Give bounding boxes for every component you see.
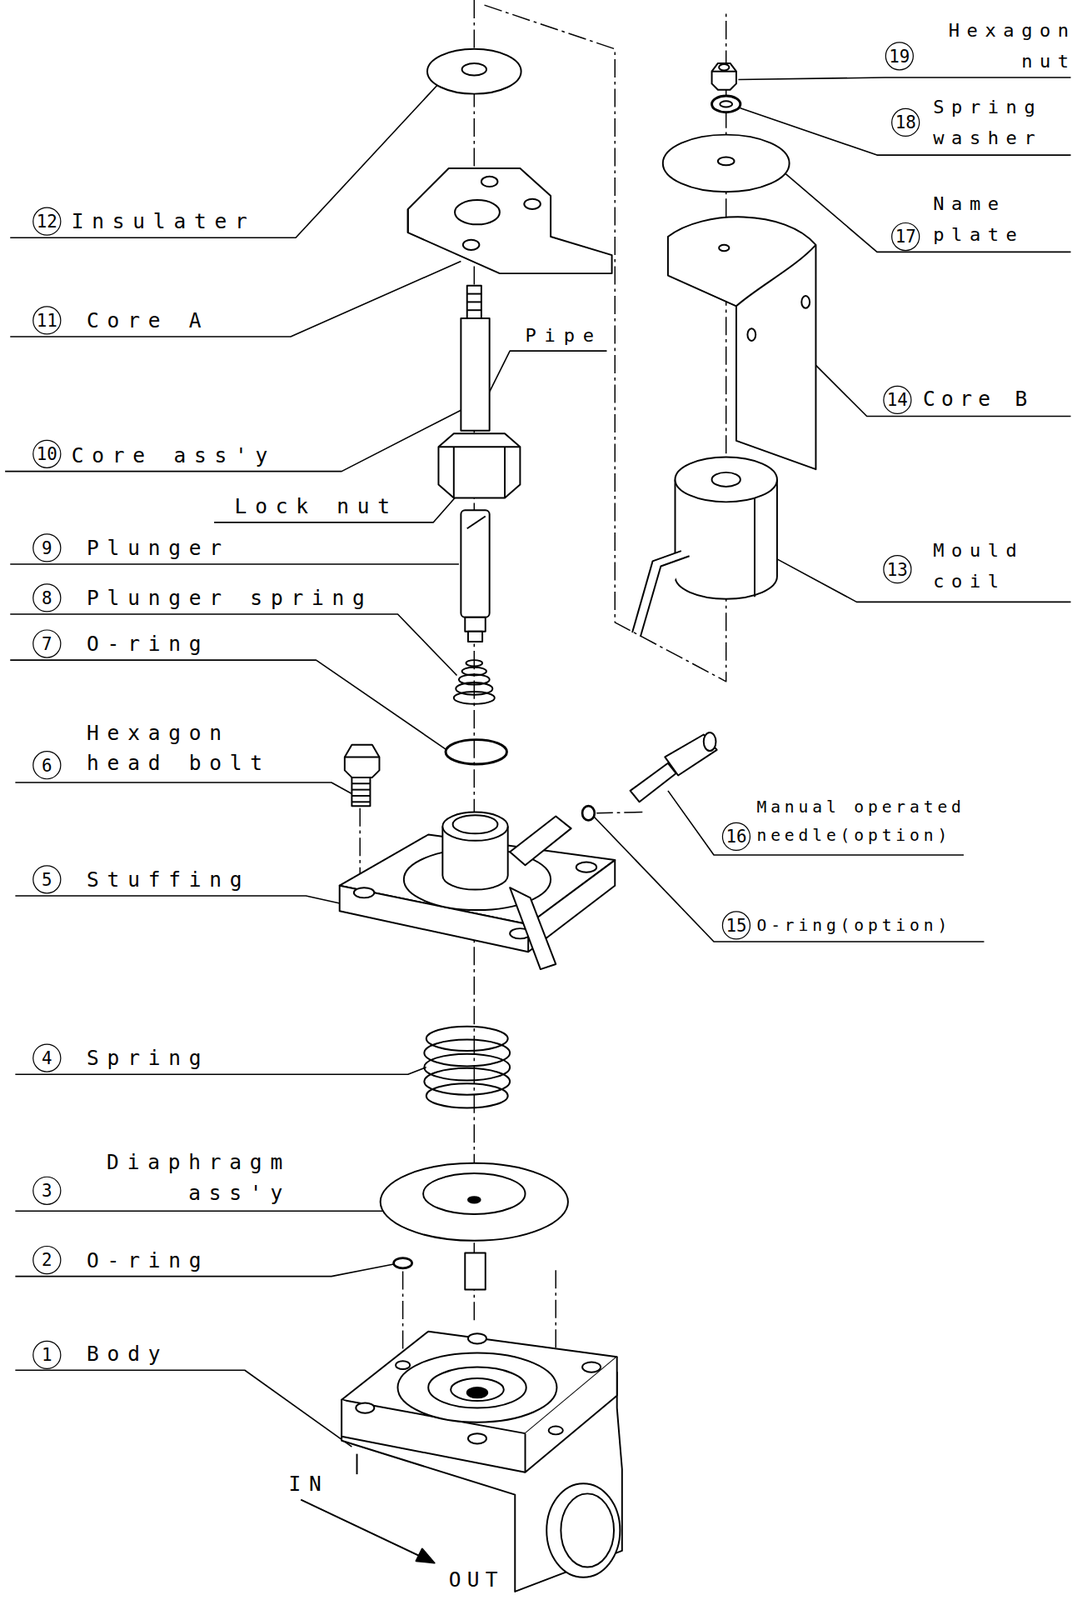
- part-label: Lock nut: [234, 491, 399, 520]
- part-label: Hexagon head bolt: [86, 717, 291, 778]
- callout-circle: 15: [722, 910, 751, 939]
- core-b: [668, 216, 817, 469]
- callout-circle: 7: [32, 628, 61, 658]
- callout-circle: 14: [882, 385, 912, 414]
- callout-circle: 11: [32, 305, 61, 335]
- callout-number: 12: [36, 212, 58, 230]
- part-label: Core ass'y: [71, 440, 276, 469]
- part-label: Spring washer: [932, 91, 1076, 153]
- part-label: OUT: [448, 1564, 504, 1593]
- callout-number: 14: [887, 391, 908, 409]
- part-label: O-ring: [86, 628, 210, 658]
- hexagon-bolt: [344, 744, 380, 806]
- part-label: O-ring: [86, 1245, 210, 1274]
- name-plate: [663, 134, 790, 193]
- callout-number: 1: [41, 1345, 53, 1363]
- plunger: [460, 509, 489, 642]
- o-ring: [445, 739, 507, 764]
- part-label: Core B: [922, 384, 1034, 414]
- callout-number: 15: [725, 916, 747, 934]
- insulator: [427, 49, 522, 95]
- part-label: Hexagon nut: [922, 14, 1077, 76]
- callout-number: 18: [895, 114, 917, 132]
- o-ring-small: [393, 1257, 413, 1268]
- diaphragm: [380, 1162, 569, 1290]
- callout-number: 3: [41, 1181, 53, 1199]
- part-label: Pipe: [525, 322, 603, 350]
- part-label: Plunger: [86, 533, 230, 562]
- callout-circle: 16: [722, 822, 751, 851]
- part-label: Plunger spring: [86, 583, 374, 612]
- stuffing: [339, 812, 616, 970]
- callout-circle: 3: [32, 1176, 61, 1205]
- callout-number: 2: [41, 1251, 53, 1269]
- callout-number: 7: [41, 634, 53, 653]
- callout-number: 5: [41, 870, 53, 888]
- callout-number: 4: [41, 1048, 53, 1067]
- part-label: IN: [288, 1468, 330, 1497]
- hexagon-nut: [712, 63, 737, 90]
- part-label: Stuffing: [86, 864, 250, 893]
- callout-number: 13: [887, 560, 908, 579]
- part-label: O-ring(option): [756, 910, 952, 939]
- callout-circle: 4: [32, 1042, 61, 1072]
- core-assembly: [438, 285, 520, 499]
- callout-number: 19: [888, 47, 910, 65]
- mould-coil: [632, 456, 778, 636]
- flow-arrow: [300, 1499, 434, 1563]
- manual-needle: [582, 732, 718, 820]
- callout-number: 8: [41, 588, 53, 607]
- callout-number: 17: [895, 228, 917, 246]
- callout-circle: 5: [32, 864, 61, 893]
- part-label: Manual operated needle(option): [756, 792, 981, 850]
- callout-circle: 17: [891, 222, 920, 251]
- core-a: [408, 168, 613, 274]
- callout-circle: 19: [885, 41, 914, 70]
- callout-number: 10: [36, 444, 58, 463]
- part-label: Mould coil: [932, 535, 1056, 597]
- callout-circle: 18: [891, 108, 920, 137]
- callout-circle: 10: [32, 439, 61, 469]
- part-label: Name plate: [932, 188, 1056, 250]
- callout-circle: 1: [32, 1340, 61, 1369]
- callout-circle: 9: [32, 533, 61, 562]
- part-label: Insulater: [71, 207, 256, 236]
- plunger-spring: [453, 659, 495, 704]
- part-label: Diaphragm ass'y: [86, 1146, 291, 1207]
- center-lines: [359, 0, 727, 1423]
- callout-circle: 2: [32, 1245, 61, 1274]
- spring: [423, 1026, 510, 1108]
- callout-number: 9: [41, 538, 53, 557]
- callout-number: 11: [36, 311, 58, 330]
- callout-circle: 8: [32, 583, 61, 612]
- part-label: Body: [86, 1339, 169, 1368]
- valve-body: [341, 1331, 623, 1591]
- callout-number: 6: [41, 756, 53, 774]
- part-label: Spring: [86, 1042, 210, 1072]
- leader-lines: [4, 77, 1071, 1446]
- callout-circle: 13: [882, 554, 912, 584]
- callout-circle: 12: [32, 207, 61, 236]
- spring-washer: [712, 95, 741, 113]
- callout-circle: 6: [32, 750, 61, 779]
- callout-number: 16: [725, 827, 747, 846]
- part-label: Core A: [86, 305, 210, 335]
